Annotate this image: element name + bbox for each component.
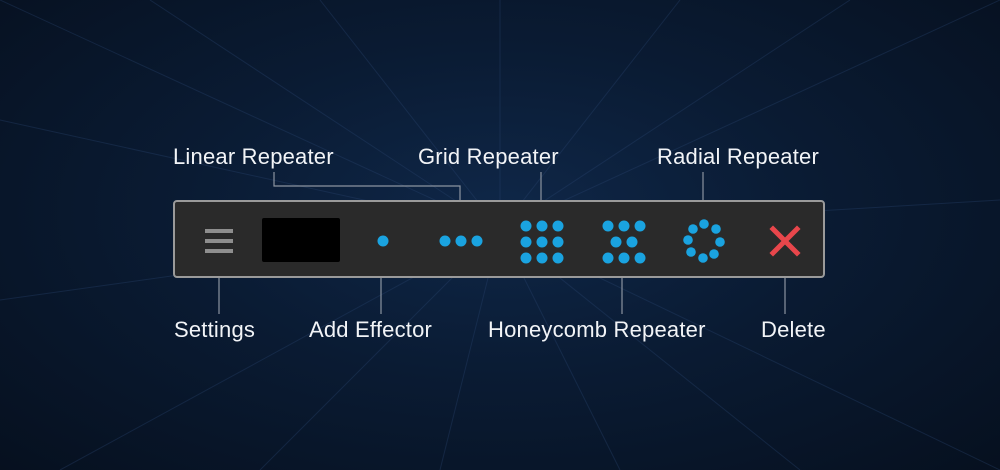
grid-repeater-button[interactable] [517, 217, 567, 267]
label-linear-repeater: Linear Repeater [173, 144, 334, 169]
dot-ring-icon [683, 219, 725, 263]
hamburger-menu-icon [205, 229, 233, 253]
dot-grid-icon [520, 220, 564, 264]
add-effector-button[interactable] [369, 227, 397, 255]
three-dots-row-icon [439, 235, 483, 247]
radial-repeater-button[interactable] [681, 218, 727, 264]
label-grid-repeater: Grid Repeater [418, 144, 559, 169]
label-honeycomb-repeater: Honeycomb Repeater [488, 317, 706, 342]
honeycomb-repeater-button[interactable] [598, 217, 650, 267]
label-add-effector: Add Effector [309, 317, 433, 342]
label-radial-repeater: Radial Repeater [657, 144, 819, 169]
effector-preview [262, 218, 340, 262]
label-settings: Settings [174, 317, 256, 342]
single-dot-icon [377, 235, 389, 247]
settings-button[interactable] [203, 226, 235, 256]
label-delete: Delete [761, 317, 826, 342]
linear-repeater-button[interactable] [437, 227, 485, 255]
repeater-toolbar [173, 200, 825, 278]
linear-repeater-leader [273, 172, 461, 212]
delete-button[interactable] [769, 225, 801, 257]
x-close-icon [769, 225, 801, 257]
honeycomb-dots-icon [602, 220, 646, 264]
